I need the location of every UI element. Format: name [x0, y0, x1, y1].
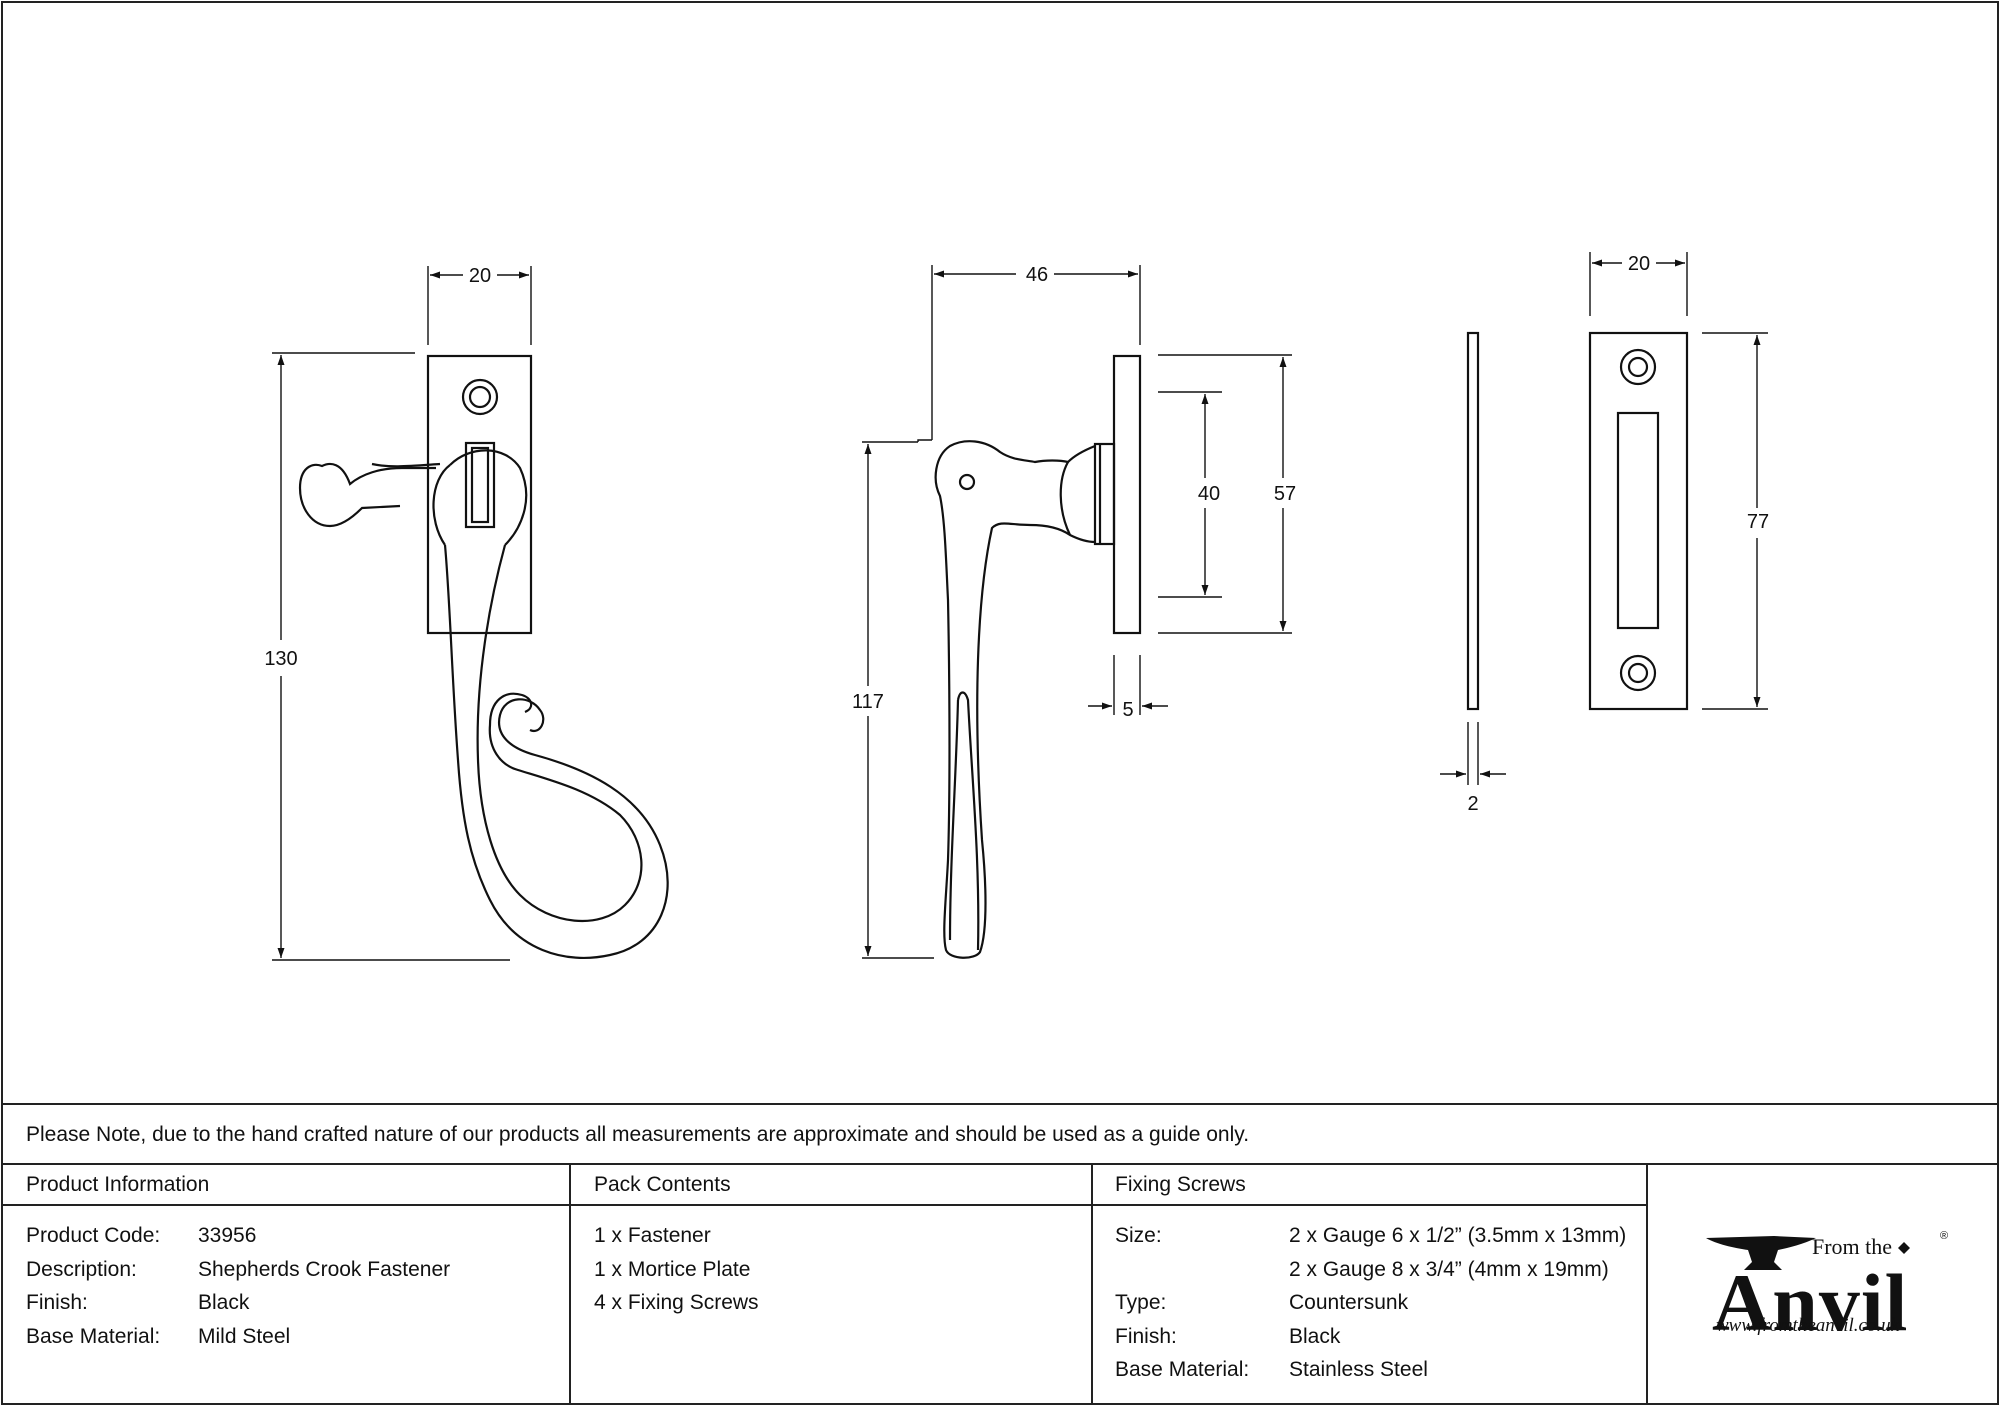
measurement-note: Please Note, due to the hand crafted nat…: [26, 1123, 1250, 1146]
screw-size-value: 2 x Gauge 6 x 1/2” (3.5mm x 13mm): [1289, 1224, 1627, 1247]
screw-finish-value: Black: [1289, 1325, 1341, 1348]
pack-contents-header: Pack Contents: [594, 1173, 731, 1196]
side-collar: [1093, 442, 1116, 546]
side-backplate: [1112, 354, 1142, 635]
diamond-icon: [1898, 1242, 1910, 1254]
front-crook-inner: [476, 544, 643, 923]
front-view: [298, 354, 669, 959]
info-table-grid: [2, 1103, 1998, 1404]
fixing-screws-header: Fixing Screws: [1115, 1173, 1246, 1196]
front-screw-hole-outer: [461, 378, 499, 416]
front-dimensions: [272, 266, 532, 961]
front-crook-outer: [443, 544, 669, 959]
dim-front-width: 20: [469, 265, 491, 287]
base-material-label: Base Material:: [26, 1325, 161, 1348]
front-screw-hole-inner: [468, 385, 492, 409]
mortice-dimensions: [1440, 252, 1768, 785]
mortice-screw-top-inner: [1627, 356, 1649, 378]
side-handle-outline: [934, 440, 1096, 959]
mortice-screw-top-outer: [1619, 348, 1657, 386]
dim-mortice-thickness: 2: [1467, 793, 1478, 815]
finish-value: Black: [198, 1291, 250, 1314]
side-view: [934, 354, 1142, 959]
dim-mortice-width: 20: [1628, 253, 1650, 275]
mortice-slot: [1616, 411, 1660, 630]
front-hub-left: [432, 464, 451, 546]
mortice-screw-bottom-inner: [1627, 662, 1649, 684]
dim-plate-depth: 5: [1122, 699, 1133, 721]
front-backplate: [426, 354, 533, 635]
front-slot-outer: [464, 441, 496, 529]
logo-from-the: From the: [1812, 1234, 1893, 1259]
front-handle-head: [298, 462, 436, 528]
mortice-screw-bottom-outer: [1619, 654, 1657, 692]
screw-size-label: Size:: [1115, 1224, 1162, 1247]
dim-plate-inner: 40: [1198, 483, 1220, 505]
description-value: Shepherds Crook Fastener: [198, 1258, 451, 1281]
mortice-edge-view: [1466, 331, 1480, 711]
dim-side-width: 46: [1026, 264, 1048, 286]
product-info-header: Product Information: [26, 1173, 210, 1196]
screw-type-value: Countersunk: [1289, 1291, 1409, 1314]
product-code-label: Product Code:: [26, 1224, 161, 1247]
description-label: Description:: [26, 1258, 137, 1281]
screw-finish-label: Finish:: [1115, 1325, 1177, 1348]
side-pivot-hole: [958, 473, 976, 491]
mortice-face: [1588, 331, 1689, 711]
anvil-icon: [1706, 1236, 1816, 1270]
screw-size-value-2: 2 x Gauge 8 x 3/4” (4mm x 19mm): [1289, 1258, 1609, 1281]
pack-item: 4 x Fixing Screws: [594, 1291, 759, 1314]
product-code-value: 33956: [198, 1224, 257, 1247]
logo-url: www.fromtheanvil.co.uk: [1716, 1315, 1900, 1336]
side-dimensions: [862, 265, 1292, 959]
screw-type-label: Type:: [1115, 1291, 1167, 1314]
dim-front-height: 130: [264, 648, 297, 670]
side-neck: [1059, 461, 1071, 536]
pack-item: 1 x Fastener: [594, 1224, 711, 1247]
logo-anvil: Anvil: [1712, 1257, 1909, 1348]
dim-plate-outer: 57: [1274, 483, 1296, 505]
side-hook-inner-left: [948, 699, 960, 941]
pack-item: 1 x Mortice Plate: [594, 1258, 751, 1281]
base-material-value: Mild Steel: [198, 1325, 291, 1348]
front-slot-inner: [470, 446, 490, 524]
mortice-plate-views: [1466, 331, 1689, 711]
logo-registered: ®: [1940, 1230, 1949, 1242]
screw-material-label: Base Material:: [1115, 1358, 1250, 1381]
dim-side-height: 117: [852, 691, 884, 713]
finish-label: Finish:: [26, 1291, 88, 1314]
dim-mortice-height: 77: [1747, 511, 1769, 533]
screw-material-value: Stainless Steel: [1289, 1358, 1428, 1381]
side-hook-inner: [956, 691, 980, 951]
